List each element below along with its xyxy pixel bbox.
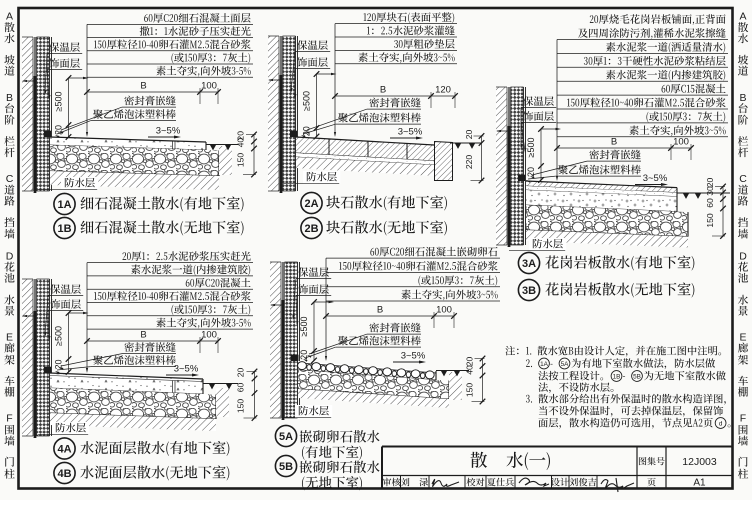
svg-text:220: 220	[464, 155, 474, 170]
svg-text:E: E	[6, 332, 13, 344]
svg-text:120: 120	[435, 85, 451, 96]
svg-text:C: C	[739, 173, 747, 185]
svg-text:≥500: ≥500	[54, 326, 64, 346]
svg-text:≥500: ≥500	[299, 317, 309, 337]
svg-text:B: B	[140, 330, 146, 341]
svg-text:3~5%: 3~5%	[156, 126, 181, 137]
svg-text:150: 150	[236, 153, 246, 168]
svg-text:100: 100	[436, 305, 452, 316]
svg-text:20: 20	[236, 131, 246, 141]
svg-text:20: 20	[54, 125, 64, 135]
svg-text:3~5%: 3~5%	[643, 173, 668, 184]
svg-text:B: B	[739, 92, 746, 104]
svg-text:3~5%: 3~5%	[174, 364, 199, 375]
svg-text:20: 20	[465, 357, 475, 367]
svg-text:40: 40	[236, 138, 246, 148]
svg-text:150: 150	[705, 213, 715, 228]
svg-text:5A: 5A	[279, 431, 293, 443]
svg-text:F: F	[6, 413, 12, 425]
svg-text:d: d	[719, 420, 723, 427]
svg-text:2A: 2A	[304, 198, 318, 210]
svg-text:C: C	[6, 173, 14, 185]
svg-text:≥500: ≥500	[526, 138, 536, 158]
svg-text:40: 40	[465, 365, 475, 375]
svg-text:150: 150	[465, 383, 475, 398]
svg-text:3~5%: 3~5%	[398, 127, 423, 138]
svg-text:20: 20	[299, 350, 309, 360]
svg-text:A1: A1	[693, 478, 706, 489]
svg-text:100: 100	[673, 137, 689, 148]
svg-text:B: B	[380, 85, 386, 96]
svg-text:3~5%: 3~5%	[401, 351, 426, 362]
svg-text:20: 20	[236, 368, 246, 378]
svg-text:1A: 1A	[540, 361, 549, 368]
svg-text:20: 20	[464, 130, 474, 140]
svg-text:5B: 5B	[279, 461, 293, 473]
svg-text:1B: 1B	[613, 373, 621, 380]
svg-text:D: D	[739, 251, 747, 263]
svg-text:30: 30	[705, 186, 715, 196]
svg-text:150: 150	[236, 399, 246, 414]
svg-text:2B: 2B	[304, 223, 318, 235]
svg-text:5A: 5A	[561, 361, 570, 368]
svg-text:E: E	[739, 332, 746, 344]
svg-text:5B: 5B	[633, 373, 641, 380]
svg-text:B: B	[6, 92, 13, 104]
svg-text:1B: 1B	[57, 223, 71, 235]
svg-text:≥500: ≥500	[54, 92, 64, 112]
svg-text:20: 20	[302, 126, 312, 136]
svg-text:B: B	[611, 137, 617, 148]
svg-text:A: A	[6, 11, 13, 23]
svg-text:B: B	[377, 305, 383, 316]
svg-text:4B: 4B	[57, 468, 71, 480]
svg-text:4A: 4A	[57, 443, 71, 455]
svg-text:20: 20	[526, 167, 536, 177]
svg-text:20: 20	[54, 359, 64, 369]
svg-text:B: B	[140, 81, 146, 92]
svg-text:100: 100	[201, 330, 217, 341]
svg-text:20: 20	[705, 178, 715, 188]
svg-text:12J003: 12J003	[682, 456, 717, 468]
svg-text:A: A	[739, 11, 746, 23]
svg-text:60: 60	[705, 198, 715, 208]
svg-text:3A: 3A	[522, 258, 536, 270]
svg-text:3B: 3B	[522, 285, 536, 297]
svg-text:1A: 1A	[57, 199, 71, 211]
svg-text:D: D	[6, 251, 14, 263]
svg-text:≥500: ≥500	[302, 91, 312, 111]
svg-text:F: F	[740, 413, 746, 425]
svg-text:100: 100	[201, 81, 217, 92]
svg-text:60: 60	[236, 383, 246, 393]
